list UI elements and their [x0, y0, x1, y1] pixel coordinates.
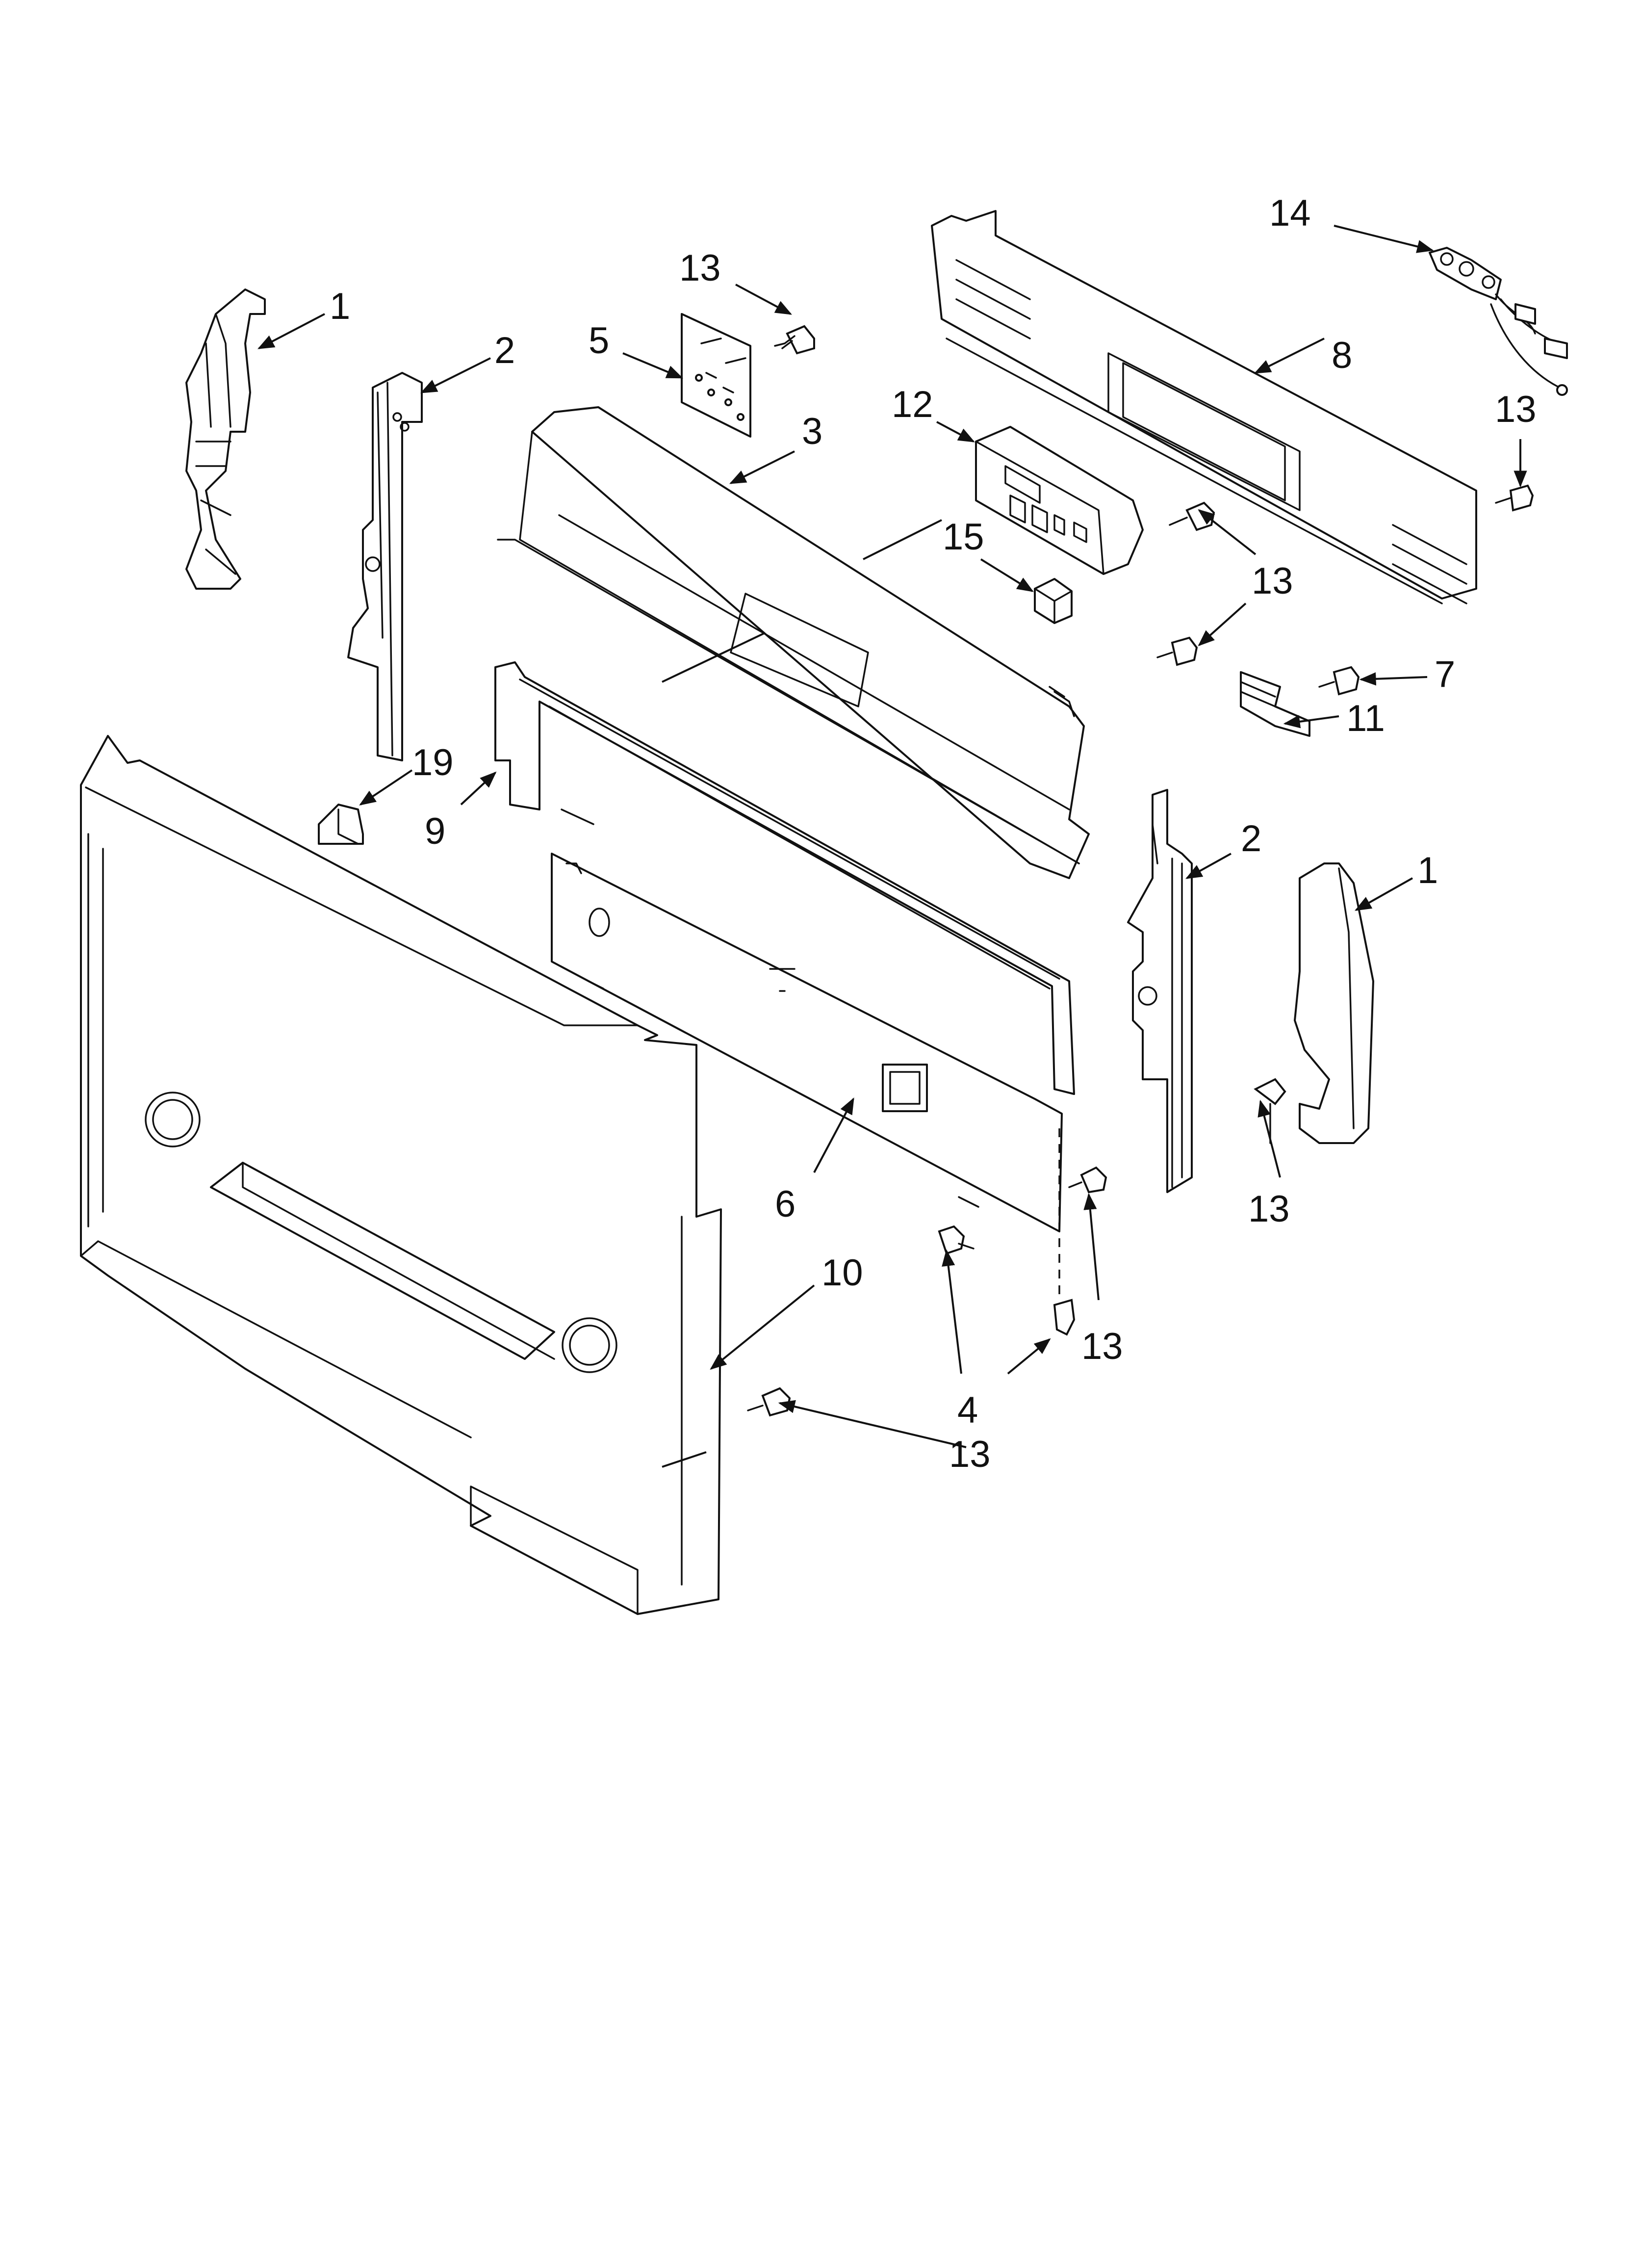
- screw-13-bottom: [747, 1387, 791, 1417]
- callout-8: 8: [1332, 335, 1352, 376]
- screw-13-right-upper: [1495, 484, 1534, 512]
- left-side-trim-part-1: [185, 288, 266, 590]
- wire-harness-part-14: [1429, 247, 1568, 396]
- callout-5: 5: [589, 320, 609, 362]
- screw-13-top: [774, 325, 815, 355]
- backing-panel-part-6: [551, 853, 1063, 1232]
- callout-2-left: 2: [494, 330, 515, 371]
- screw-13-trim: [1254, 1078, 1286, 1144]
- screw-part-7: [1318, 666, 1360, 696]
- callout-19: 19: [412, 742, 454, 783]
- callout-13-clock: 13: [1252, 560, 1293, 602]
- channel-part-9: [494, 661, 1075, 1095]
- screw-13-bracket: [1068, 1166, 1107, 1194]
- right-side-trim-part-1: [1294, 862, 1374, 1144]
- callout-13-right-upper: 13: [1495, 389, 1537, 430]
- callout-9: 9: [425, 810, 445, 852]
- callout-3: 3: [802, 411, 822, 452]
- control-panel-part-3: [497, 406, 1090, 879]
- callout-2-right: 2: [1241, 818, 1261, 860]
- screw-13-panel: [938, 1225, 975, 1255]
- callout-6: 6: [775, 1183, 795, 1225]
- left-side-bracket-part-2: [347, 372, 423, 761]
- callout-1-left: 1: [330, 286, 350, 327]
- right-side-bracket-part-2: [1127, 789, 1193, 1193]
- callout-14: 14: [1269, 192, 1311, 234]
- vent-panel-part-8: [931, 210, 1477, 604]
- callout-1-right: 1: [1417, 850, 1438, 891]
- callout-10: 10: [821, 1252, 863, 1294]
- callout-15: 15: [943, 516, 984, 558]
- screw-13-switch: [1156, 636, 1198, 666]
- callout-7: 7: [1435, 653, 1455, 695]
- leader-lines: [257, 225, 1527, 1468]
- circuit-board-part-5: [681, 313, 751, 438]
- callout-13-bracket: 13: [1081, 1326, 1123, 1367]
- front-panel-part-10: [80, 735, 722, 1615]
- clip-part-19: [318, 804, 364, 845]
- callout-4: 4: [957, 1389, 978, 1431]
- callout-13-trim: 13: [1248, 1188, 1290, 1230]
- callout-13-top: 13: [679, 247, 721, 289]
- switch-part-15: [1034, 578, 1073, 624]
- screw-part-4: [1053, 1299, 1076, 1336]
- callout-13-bottom: 13: [949, 1434, 991, 1475]
- bracket-part-11: [1240, 671, 1310, 737]
- callout-12: 12: [892, 384, 933, 425]
- clock-module-part-12: [975, 426, 1144, 575]
- callout-11: 11: [1346, 698, 1385, 739]
